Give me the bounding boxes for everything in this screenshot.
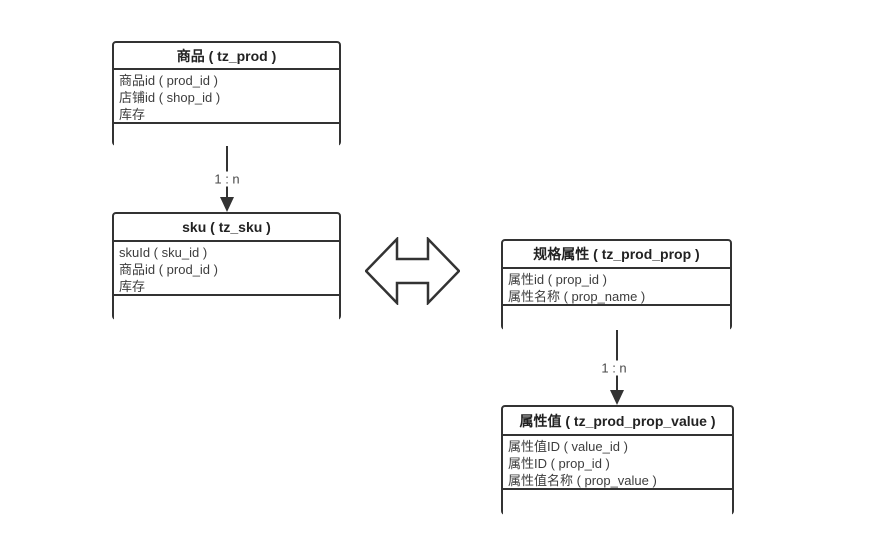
entity-prod-prop-title: 规格属性 ( tz_prod_prop ) [503,241,730,269]
entity-prod-prop-value: 属性值 ( tz_prod_prop_value ) 属性值ID ( value… [501,405,734,515]
entity-prod-empty-section [114,124,339,146]
field-row: 库存 [119,279,146,294]
field-row: 库存 [119,107,146,122]
connector-prop-propvalue-label: 1 : n [598,360,630,376]
entity-prod-prop-value-fields: 属性值ID ( value_id ) 属性ID ( prop_id ) 属性值名… [503,436,732,490]
connector-prod-sku-label: 1 : n [211,171,243,187]
field-row: skuId ( sku_id ) [119,245,208,260]
field-row: 属性值ID ( value_id ) [508,439,628,454]
entity-prod-prop-value-title: 属性值 ( tz_prod_prop_value ) [503,407,732,436]
field-row: 属性ID ( prop_id ) [508,456,610,471]
entity-sku: sku ( tz_sku ) skuId ( sku_id ) 商品id ( p… [112,212,341,320]
field-row: 商品id ( prod_id ) [119,262,218,277]
entity-prod-prop: 规格属性 ( tz_prod_prop ) 属性id ( prop_id ) 属… [501,239,732,330]
field-row: 属性值名称 ( prop_value ) [508,473,657,488]
connector-prop-propvalue-arrowhead-icon [610,390,624,405]
entity-prod: 商品 ( tz_prod ) 商品id ( prod_id ) 店铺id ( s… [112,41,341,146]
entity-sku-empty-section [114,296,339,320]
entity-sku-title: sku ( tz_sku ) [114,214,339,242]
field-row: 属性名称 ( prop_name ) [508,289,646,304]
entity-prod-prop-empty-section [503,306,730,330]
field-row: 属性id ( prop_id ) [508,272,607,287]
bidirectional-relation-arrow-icon [365,237,460,305]
entity-prod-prop-value-empty-section [503,490,732,515]
entity-prod-title: 商品 ( tz_prod ) [114,43,339,70]
field-row: 商品id ( prod_id ) [119,73,218,88]
entity-prod-prop-fields: 属性id ( prop_id ) 属性名称 ( prop_name ) [503,269,730,306]
connector-prod-sku-arrowhead-icon [220,197,234,212]
entity-prod-fields: 商品id ( prod_id ) 店铺id ( shop_id ) 库存 [114,70,339,124]
entity-sku-fields: skuId ( sku_id ) 商品id ( prod_id ) 库存 [114,242,339,296]
field-row: 店铺id ( shop_id ) [119,90,221,105]
